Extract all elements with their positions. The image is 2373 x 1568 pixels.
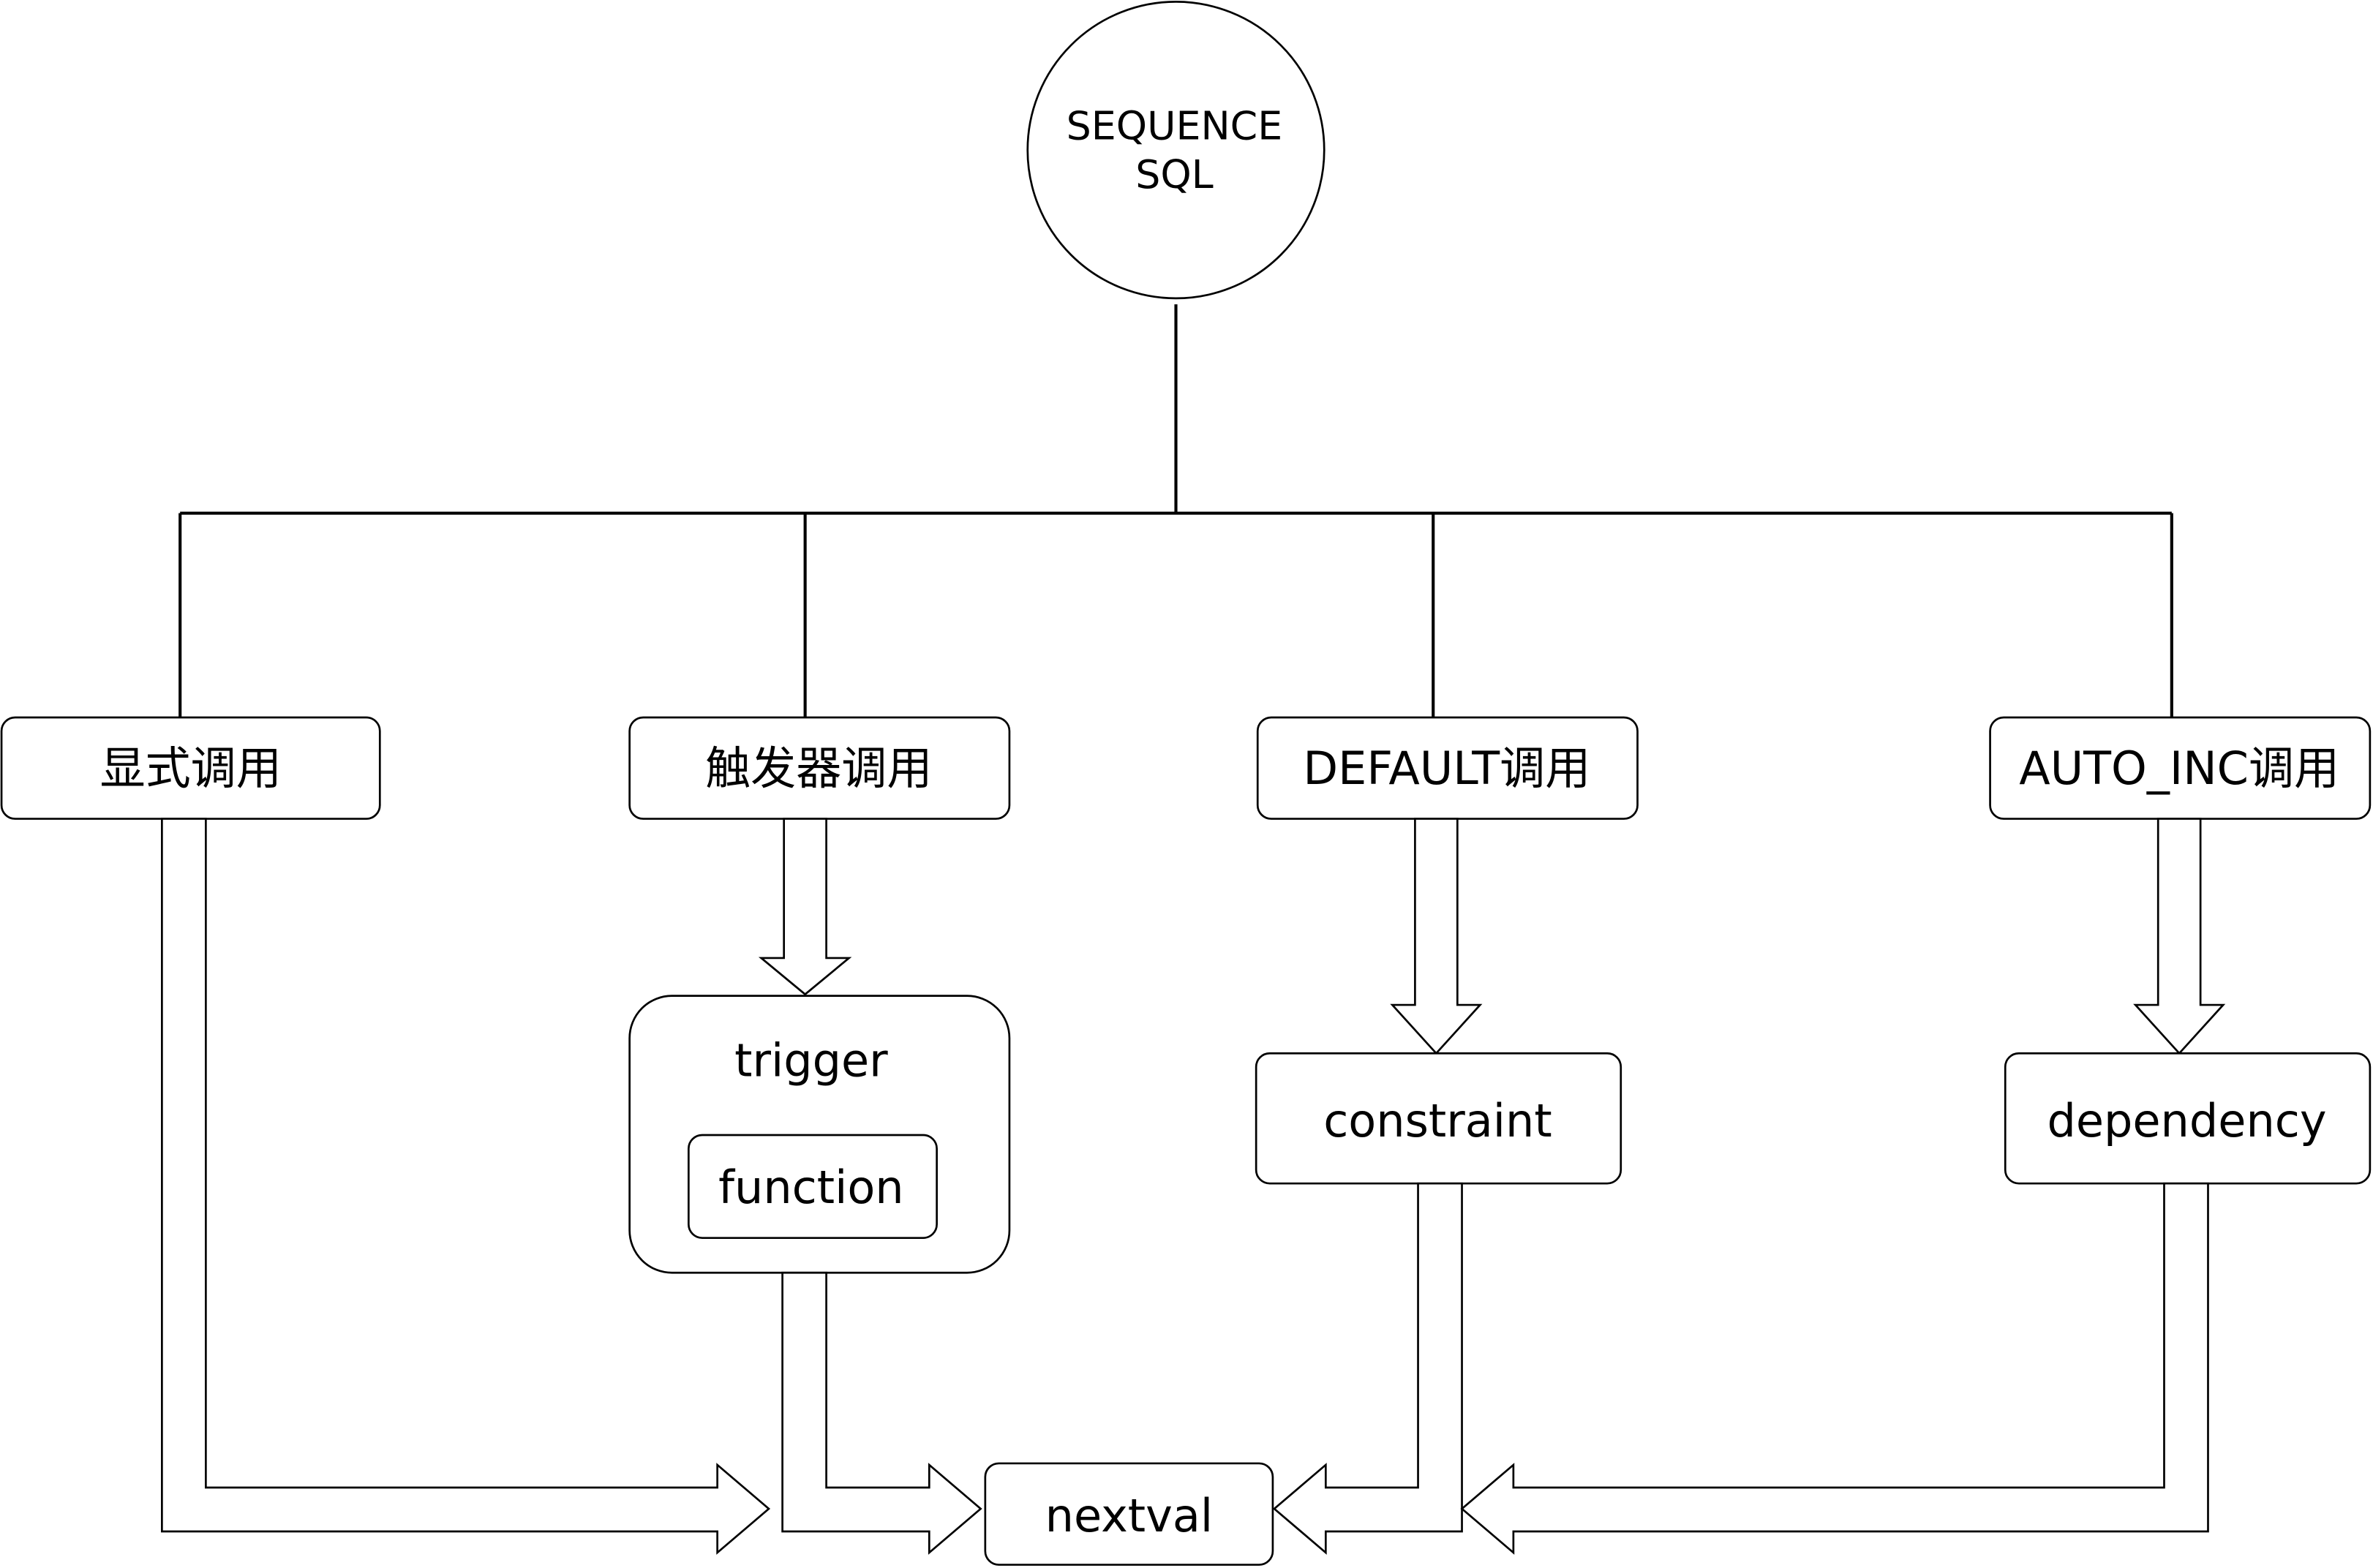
- nextval-box: [984, 1462, 1274, 1566]
- arrow-dependency-to-nextval: [1460, 1182, 2209, 1555]
- arrow-auto-inc-call-to-dependency: [2133, 818, 2226, 1055]
- explicit-call-label: 显式调用: [100, 742, 282, 795]
- nextval-label: nextval: [1045, 1489, 1213, 1542]
- trigger-label: trigger: [734, 1033, 888, 1087]
- arrow-constraint-to-nextval: [1272, 1182, 1463, 1555]
- trigger-call-label: 触发器调用: [705, 742, 932, 795]
- root-node: [1026, 1, 1325, 300]
- root-label-line2: SQL: [1135, 151, 1213, 197]
- default-call-label: DEFAULT调用: [1303, 742, 1590, 795]
- auto-inc-call-label: AUTO_INC调用: [2019, 742, 2339, 795]
- dependency-label: dependency: [2047, 1094, 2326, 1147]
- arrow-explicit-to-nextval: [161, 818, 771, 1555]
- function-label: function: [718, 1161, 903, 1214]
- tree-connectors: [178, 304, 2173, 717]
- arrow-trigger-to-nextval: [781, 1271, 982, 1555]
- arrow-trigger-call-to-trigger: [758, 818, 852, 996]
- root-label-line1: SEQUENCE: [1067, 103, 1283, 149]
- function-box: [687, 1134, 938, 1240]
- constraint-label: constraint: [1323, 1094, 1552, 1147]
- arrow-default-call-to-constraint: [1390, 818, 1483, 1055]
